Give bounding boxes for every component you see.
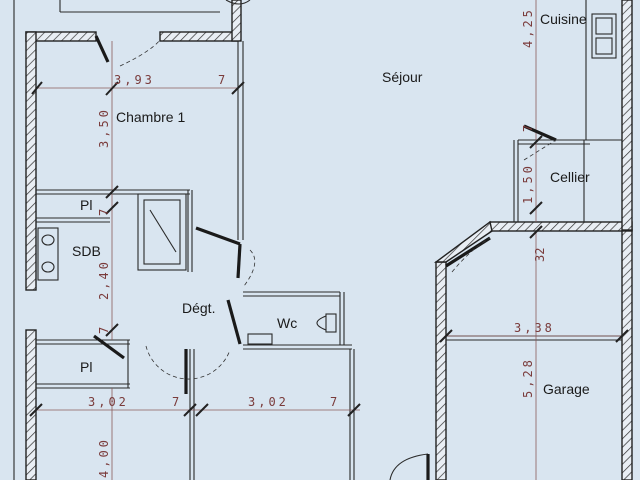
label-degt: Dégt.: [182, 300, 215, 316]
dim-cuisine-depth: 4,25: [521, 7, 535, 48]
label-pl-top: Pl: [80, 197, 92, 213]
wall-left-outer: [25, 31, 37, 291]
dim-chambre1-width: 3,93: [114, 73, 155, 87]
dim-garage-gap: 32: [533, 248, 547, 262]
doors: [93, 0, 557, 480]
wall-top-vertical: [231, 0, 242, 42]
walls: [25, 0, 633, 480]
dim-bedroom-depth: 4,00: [97, 437, 111, 478]
dimension-ticks: [29, 81, 629, 417]
wall-garage-left: [435, 261, 447, 480]
door-degt: [226, 299, 242, 345]
label-cuisine: Cuisine: [540, 11, 587, 27]
dim-sdb-depth: 2,40: [97, 259, 111, 300]
wall-garage-right: [621, 229, 633, 480]
label-chambre1: Chambre 1: [116, 109, 185, 125]
wall-left-outer-lower: [25, 329, 37, 480]
door-pl-lower: [93, 334, 125, 360]
dimension-lines: [36, 0, 622, 480]
wall-chambre-top-right: [159, 31, 239, 42]
door-chambre-top: [94, 35, 110, 63]
wall-garage-corner: [433, 220, 493, 263]
dim-bedroom-left-wall: 7: [172, 395, 179, 409]
dim-bedroom-right-wall: 7: [330, 395, 337, 409]
dim-garage-depth: 5,28: [521, 357, 535, 398]
dim-chambre1-wall: 7: [218, 73, 225, 87]
door-cellier: [523, 124, 557, 142]
dim-bedroom-right-width: 3,02: [248, 395, 289, 409]
dimension-labels: 3,93 7 3,50 4,25 7 1,50 7 2,40 7 32 3,38…: [88, 7, 555, 478]
wall-garage-top: [489, 221, 633, 232]
dim-pl-wall: 7: [97, 327, 111, 334]
wall-cuisine-right: [621, 0, 633, 231]
label-sejour: Séjour: [382, 69, 423, 85]
door-chambre-side: [236, 243, 242, 279]
label-wc: Wc: [277, 315, 297, 331]
dim-bedroom-left-width: 3,02: [88, 395, 129, 409]
dim-sdb-wall: 7: [97, 209, 111, 216]
dim-cellier-depth: 1,50: [521, 163, 535, 204]
label-sdb: SDB: [72, 243, 101, 259]
dim-cellier-wall: 7: [521, 125, 535, 132]
label-pl-bottom: Pl: [80, 359, 92, 375]
dim-garage-width: 3,38: [514, 321, 555, 335]
room-labels: Séjour Cuisine Cellier Chambre 1 Pl SDB …: [72, 11, 590, 397]
label-cellier: Cellier: [550, 169, 590, 185]
dim-chambre1-depth: 3,50: [97, 107, 111, 148]
door-sdb: [195, 226, 241, 246]
label-garage: Garage: [543, 381, 590, 397]
